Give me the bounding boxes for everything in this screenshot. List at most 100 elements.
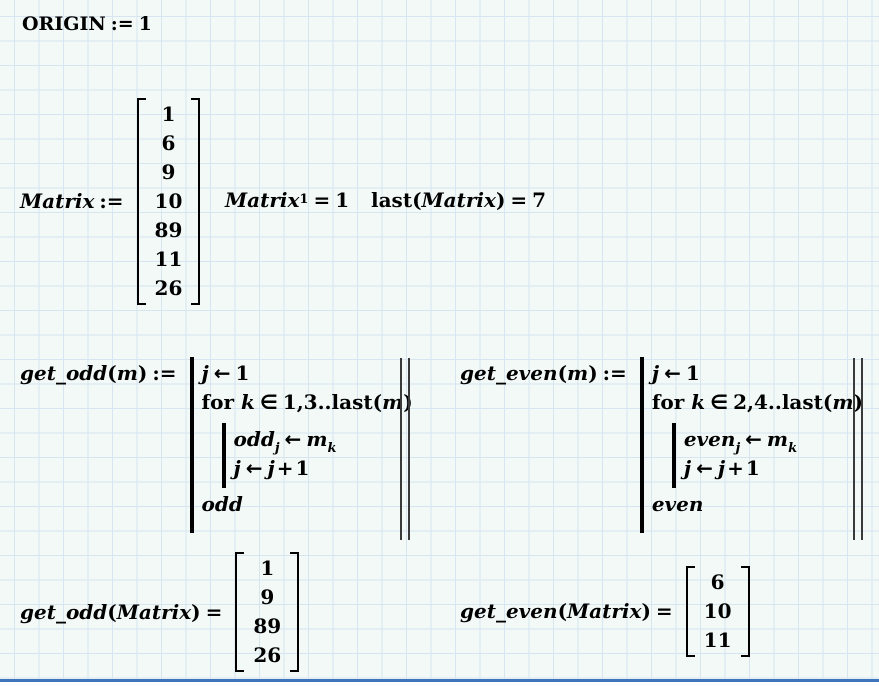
open-paren: ( <box>557 361 568 385</box>
rhs-var: j <box>267 456 275 480</box>
assign-operator: := <box>152 361 177 385</box>
vector-value: 26 <box>154 275 183 300</box>
equals-operator: = <box>655 599 673 623</box>
close-paren: ) <box>137 361 148 385</box>
function-name: get_odd <box>20 600 108 624</box>
left-bracket <box>136 97 146 305</box>
assign-arrow: ← <box>745 427 762 451</box>
for-keyword: for <box>651 390 685 414</box>
vector-values: 1 6 9 10 89 11 26 <box>146 98 192 305</box>
src-subscript: k <box>327 441 337 456</box>
equals-operator: = <box>510 188 528 212</box>
vector-value: 10 <box>703 598 732 623</box>
loop-var: k <box>691 390 706 414</box>
loop-body: evenj←mk j←j+1 <box>676 423 803 488</box>
local-var: j <box>233 456 241 480</box>
function-arg: Matrix <box>567 599 642 623</box>
page-boundary-line <box>0 679 879 682</box>
program-cursor-lines <box>400 358 410 540</box>
assign-operator: := <box>110 13 134 35</box>
program-line-return: even <box>651 492 704 516</box>
get-even-result-region[interactable]: get_even(Matrix) = 6 10 11 <box>460 565 750 657</box>
matrix-definition-region[interactable]: Matrix := 1 6 9 10 89 11 26 <box>20 96 201 306</box>
close-paren: ) <box>403 390 413 414</box>
right-bracket <box>191 97 201 305</box>
increment-value: 1 <box>295 456 310 480</box>
loop-body-block: evenj←mk j←j+1 <box>671 423 863 488</box>
element-of-symbol: ∈ <box>710 390 729 414</box>
dest-var: even <box>683 427 736 451</box>
src-var: m <box>306 427 328 451</box>
get-odd-result-region[interactable]: get_odd(Matrix) = 1 9 89 26 <box>20 551 300 673</box>
vector-value: 11 <box>154 246 183 271</box>
loop-body: oddj←mk j←j+1 <box>226 423 343 488</box>
range-arg: m <box>832 390 854 414</box>
right-bracket <box>740 565 750 657</box>
function-name: get_even <box>460 361 558 385</box>
origin-name: ORIGIN <box>22 13 106 35</box>
page-margin <box>0 682 879 686</box>
result-vector: 6 10 11 <box>685 565 750 657</box>
last-result: 7 <box>532 188 547 212</box>
range-values: 1,3.. <box>282 390 332 414</box>
origin-definition-region[interactable]: ORIGIN := 1 <box>22 10 152 38</box>
vector-value: 89 <box>154 217 183 242</box>
increment-value: 1 <box>745 456 760 480</box>
open-paren: ( <box>107 600 117 624</box>
last-function-region[interactable]: last (Matrix) = 7 <box>371 184 546 216</box>
for-keyword: for <box>201 390 234 414</box>
assign-operator: := <box>602 361 627 385</box>
dest-var: odd <box>233 427 275 451</box>
program-line-init: j←1 <box>652 359 863 388</box>
get-odd-signature: get_odd(m):= <box>20 357 182 388</box>
local-var: j <box>201 361 209 385</box>
close-paren: ) <box>641 599 651 623</box>
function-name: get_even <box>460 599 558 623</box>
program-line-init: j←1 <box>202 359 413 388</box>
element-of-symbol: ∈ <box>259 390 278 414</box>
assign-arrow: ← <box>213 361 231 385</box>
local-var: j <box>651 361 660 385</box>
assign-arrow: ← <box>664 361 681 385</box>
open-paren: ( <box>557 599 568 623</box>
vector-values: 1 9 89 26 <box>244 552 290 672</box>
right-bracket <box>290 552 300 672</box>
get-even-signature: get_even(m):= <box>460 357 632 388</box>
range-arg: m <box>382 390 404 414</box>
program-line-increment: j←j+1 <box>234 454 337 483</box>
init-value: 1 <box>685 361 700 385</box>
function-arg: Matrix <box>116 600 192 624</box>
open-paren: ( <box>372 390 383 414</box>
vector-value: 6 <box>710 569 725 594</box>
program-line-return: odd <box>201 492 243 516</box>
program-bar <box>671 423 676 488</box>
last-function-name: last <box>371 188 413 212</box>
program-line-assign: evenj←mk <box>683 425 798 456</box>
vector-value: 6 <box>161 130 176 155</box>
program-cursor-lines <box>853 358 863 540</box>
result-vector: 1 9 89 26 <box>235 552 300 672</box>
vector-value: 1 <box>161 101 176 126</box>
program-line-assign: oddj←mk <box>233 425 337 456</box>
assign-arrow: ← <box>245 456 263 480</box>
plus-operator: + <box>276 456 294 480</box>
assign-arrow: ← <box>696 456 713 480</box>
matrix-vector: 1 6 9 10 89 11 26 <box>136 97 201 305</box>
vector-value: 9 <box>161 159 176 184</box>
origin-value: 1 <box>138 13 152 35</box>
src-var: m <box>766 427 789 451</box>
vector-value: 89 <box>253 614 282 638</box>
loop-var: k <box>241 390 255 414</box>
program-bar <box>221 423 226 488</box>
loop-body-block: oddj←mk j←j+1 <box>221 423 413 488</box>
src-subscript: k <box>788 441 798 456</box>
plus-operator: + <box>727 456 744 480</box>
open-paren: ( <box>412 188 422 212</box>
open-paren: ( <box>822 390 833 414</box>
last-function-name: last <box>331 390 373 414</box>
